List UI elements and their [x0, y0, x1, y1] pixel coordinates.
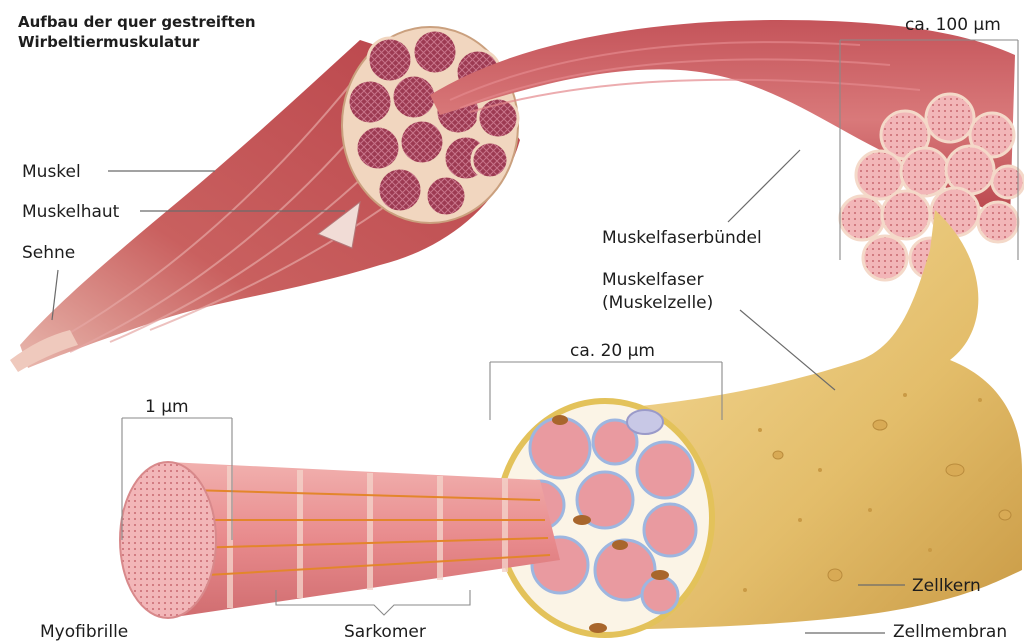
label-sehne: Sehne — [22, 243, 75, 263]
label-bundle-width: ca. 100 µm — [905, 15, 1001, 35]
label-myofibril-width: 1 µm — [145, 397, 189, 417]
label-muskelzelle: (Muskelzelle) — [602, 293, 713, 313]
leader-muskelfaser — [740, 310, 835, 390]
cell-nucleus-cross-section — [627, 410, 663, 434]
label-muskelfaserbuendel: Muskelfaserbündel — [602, 228, 762, 248]
label-muskelfaser: Muskelfaser — [602, 270, 703, 290]
leader-muskelfaserbuendel — [728, 150, 800, 222]
whole-muscle — [10, 27, 520, 372]
label-sarkomer: Sarkomer — [344, 622, 426, 642]
label-fiber-width: ca. 20 µm — [570, 341, 655, 361]
title-line-1: Aufbau der quer gestreiften — [18, 13, 256, 31]
title-line-2: Wirbeltiermuskulatur — [18, 33, 200, 51]
myofibril — [120, 462, 560, 618]
label-muskelhaut: Muskelhaut — [22, 202, 120, 222]
label-zellmembran: Zellmembran — [893, 622, 1007, 642]
muscle-fiber — [498, 210, 1022, 635]
myofibril-end — [120, 462, 216, 618]
label-myofibrille: Myofibrille — [40, 622, 128, 642]
label-zellkern: Zellkern — [912, 576, 981, 596]
label-muskel: Muskel — [22, 162, 81, 182]
